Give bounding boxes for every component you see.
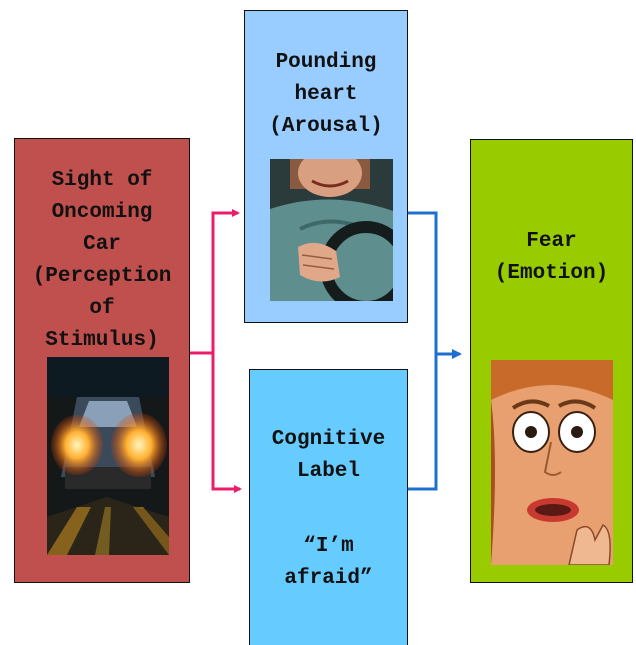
stimulus-to-arousal-arrow: [190, 209, 240, 355]
stimulus-label: Sight of Oncoming Car (Perception of Sti…: [32, 169, 172, 352]
stimulus-box: Sight of Oncoming Car (Perception of Sti…: [14, 138, 190, 583]
stimulus-to-cognitive-arrow: [211, 353, 242, 493]
emotion-label: Fear (Emotion): [494, 230, 609, 285]
arousal-to-emotion-arrow: [408, 211, 438, 354]
emotion-box: Fear (Emotion): [470, 139, 633, 583]
cognitive-label-title: Cognitive Label: [271, 428, 386, 483]
oncoming-car-image: [47, 357, 169, 555]
arousal-box: Pounding heart (Arousal): [244, 10, 408, 323]
cognitive-to-emotion-arrow: [408, 349, 462, 491]
fearful-face-image: [491, 360, 613, 565]
cognitive-label-box: Cognitive Label “I’m afraid”: [249, 369, 408, 645]
pounding-heart-image: [270, 159, 393, 301]
arousal-label: Pounding heart (Arousal): [269, 51, 383, 138]
cognitive-label-quote: “I’m afraid”: [284, 535, 373, 590]
